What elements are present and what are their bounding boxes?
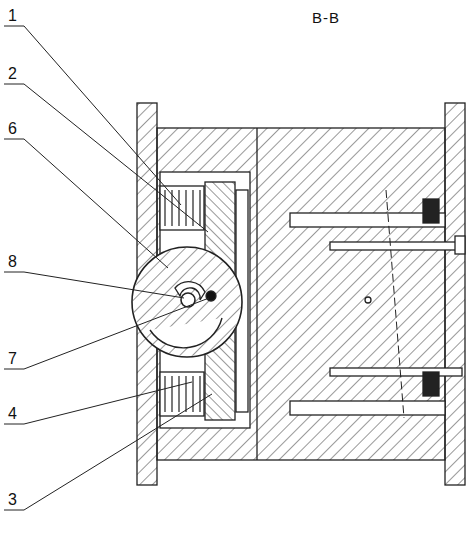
mold-body xyxy=(157,128,445,460)
leader-lines xyxy=(4,26,212,510)
callout-number: 2 xyxy=(8,66,17,82)
pin-7 xyxy=(206,291,216,301)
pin-8 xyxy=(181,293,195,307)
callout-number: 3 xyxy=(8,492,17,508)
right-plate xyxy=(445,103,465,485)
callout-number: 4 xyxy=(8,406,17,422)
callout-number: 6 xyxy=(8,121,17,137)
section-title: B-B xyxy=(312,10,340,25)
callout-number: 8 xyxy=(8,254,17,270)
rack-bottom xyxy=(160,372,204,416)
callout-number: 1 xyxy=(8,8,17,24)
callout-number: 7 xyxy=(8,351,17,367)
